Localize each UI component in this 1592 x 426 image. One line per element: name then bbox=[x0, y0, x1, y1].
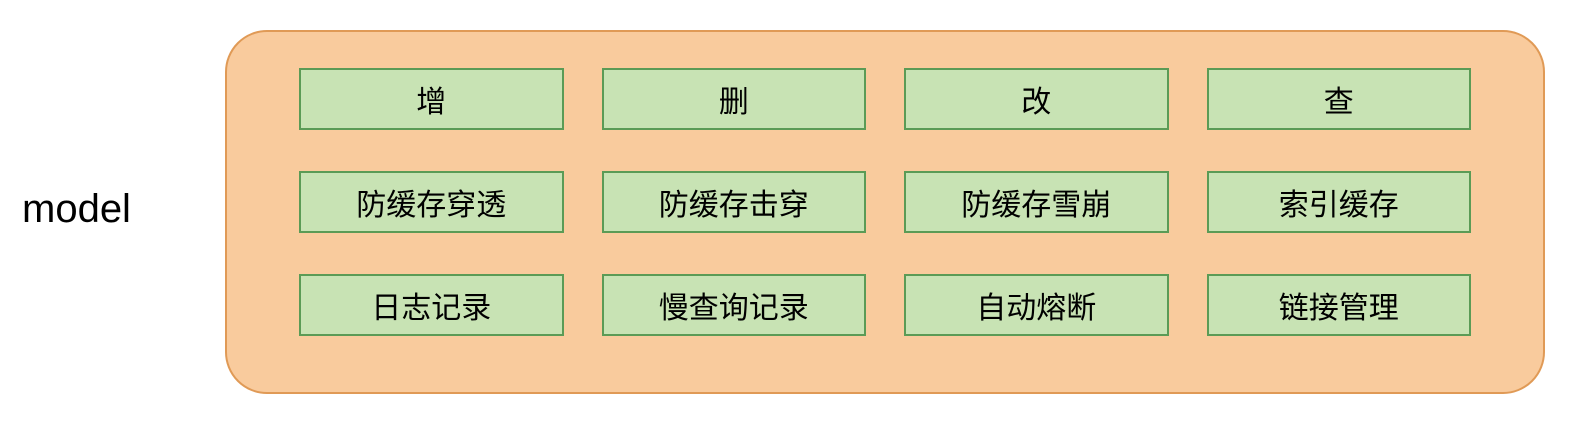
node-query: 查 bbox=[1206, 68, 1471, 130]
node-delete: 删 bbox=[601, 68, 866, 130]
node-connection-management: 链接管理 bbox=[1206, 274, 1471, 336]
diagram-row-crud: 增 删 改 查 bbox=[299, 68, 1471, 130]
node-slow-query-log: 慢查询记录 bbox=[601, 274, 866, 336]
node-cache-breakdown: 防缓存击穿 bbox=[601, 171, 866, 233]
node-update: 改 bbox=[904, 68, 1169, 130]
model-label: model bbox=[22, 187, 131, 231]
model-container: 增 删 改 查 防缓存穿透 防缓存击穿 防缓存雪崩 索引缓存 日志记录 慢查询记… bbox=[225, 30, 1545, 394]
node-create: 增 bbox=[299, 68, 564, 130]
node-cache-avalanche: 防缓存雪崩 bbox=[904, 171, 1169, 233]
diagram-row-cache: 防缓存穿透 防缓存击穿 防缓存雪崩 索引缓存 bbox=[299, 171, 1471, 233]
diagram-row-ops: 日志记录 慢查询记录 自动熔断 链接管理 bbox=[299, 274, 1471, 336]
node-index-cache: 索引缓存 bbox=[1206, 171, 1471, 233]
node-cache-penetration: 防缓存穿透 bbox=[299, 171, 564, 233]
node-circuit-breaker: 自动熔断 bbox=[904, 274, 1169, 336]
node-logging: 日志记录 bbox=[299, 274, 564, 336]
